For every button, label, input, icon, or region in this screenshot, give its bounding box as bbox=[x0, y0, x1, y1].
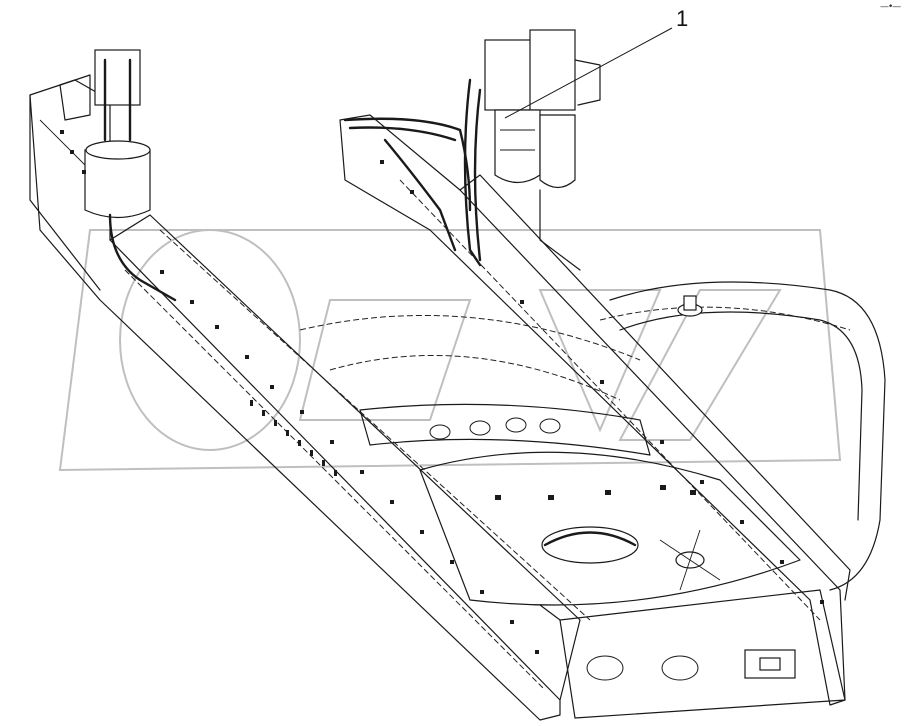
callout-leader-line bbox=[504, 27, 673, 119]
left-filter-assembly bbox=[59, 49, 177, 302]
callout-label-1: 1 bbox=[676, 6, 689, 31]
mounting-plate bbox=[419, 451, 801, 606]
left-frame-rail bbox=[29, 79, 591, 721]
corner-mark: —•— bbox=[880, 2, 901, 12]
bolt-pattern-right bbox=[380, 160, 824, 604]
rear-cross-member bbox=[539, 589, 846, 719]
right-filter-assembly bbox=[343, 29, 601, 271]
bolt-pattern-left bbox=[60, 130, 539, 654]
watermark bbox=[58, 229, 842, 472]
fuel-tank bbox=[599, 281, 886, 591]
middle-cross-member bbox=[299, 314, 651, 456]
